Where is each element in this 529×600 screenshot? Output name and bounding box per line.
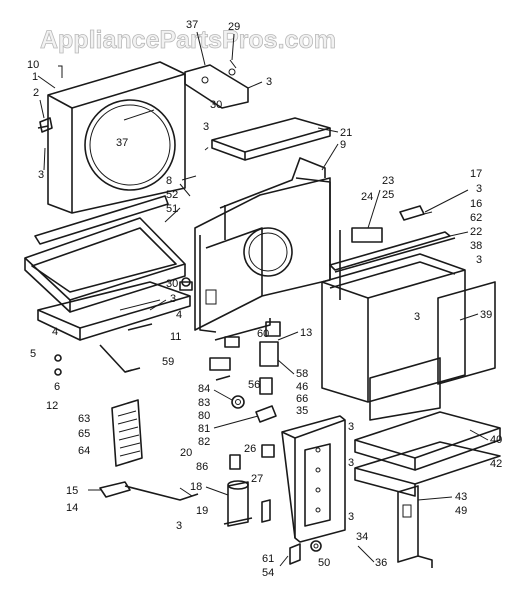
label-22: 22 <box>470 226 482 238</box>
label-17: 17 <box>470 168 482 180</box>
label-38: 38 <box>470 240 482 252</box>
label-37: 37 <box>186 19 198 31</box>
label-59: 59 <box>162 356 174 368</box>
motor-bracket <box>99 481 199 501</box>
label-35: 35 <box>296 405 308 417</box>
label-81: 81 <box>198 423 210 435</box>
label-50: 50 <box>318 557 330 569</box>
label-3: 3 <box>348 421 354 433</box>
label-3: 3 <box>176 520 182 532</box>
label-64: 64 <box>78 445 90 457</box>
label-65: 65 <box>78 428 90 440</box>
label-2: 2 <box>33 87 39 99</box>
label-27: 27 <box>251 473 263 485</box>
label-3: 3 <box>414 311 420 323</box>
label-30: 30 <box>166 278 178 290</box>
label-52: 52 <box>166 189 178 201</box>
label-1: 1 <box>32 71 38 83</box>
label-34: 34 <box>356 531 368 543</box>
label-3: 3 <box>203 121 209 133</box>
label-83: 83 <box>198 397 210 409</box>
label-6: 6 <box>54 381 60 393</box>
control-box <box>281 415 346 543</box>
label-36: 36 <box>375 557 387 569</box>
label-39: 39 <box>480 309 492 321</box>
leader-lines <box>37 31 489 567</box>
main-chassis <box>179 157 331 341</box>
label-3: 3 <box>38 169 44 181</box>
label-82: 82 <box>198 436 210 448</box>
label-51: 51 <box>166 203 178 215</box>
label-18: 18 <box>190 481 202 493</box>
top-cover <box>204 117 331 161</box>
label-14: 14 <box>66 502 78 514</box>
label-20: 20 <box>180 447 192 459</box>
label-11: 11 <box>170 331 181 343</box>
label-21: 21 <box>340 127 352 139</box>
label-8: 8 <box>166 175 172 187</box>
capacitor <box>223 480 253 527</box>
label-46: 46 <box>296 381 308 393</box>
label-3: 3 <box>348 511 354 523</box>
vent-louver <box>111 399 143 467</box>
label-15: 15 <box>66 485 78 497</box>
top-bracket <box>184 59 249 109</box>
label-10: 10 <box>27 59 39 71</box>
base-tray <box>37 281 191 373</box>
label-3: 3 <box>476 254 482 266</box>
base-panel-assembly <box>354 411 501 497</box>
label-49: 49 <box>455 505 467 517</box>
label-62: 62 <box>470 212 482 224</box>
label-63: 63 <box>78 413 90 425</box>
electrical-components <box>209 341 279 523</box>
part-labels: 10 1 2 3 37 37 29 3 30 3 21 9 8 52 51 23… <box>27 19 502 579</box>
label-40: 40 <box>490 434 502 446</box>
label-66: 66 <box>296 393 308 405</box>
label-54: 54 <box>262 567 274 579</box>
label-4: 4 <box>52 326 58 338</box>
label-3: 3 <box>476 183 482 195</box>
label-86: 86 <box>196 461 208 473</box>
label-80: 80 <box>198 410 210 422</box>
cabinet-wrapper <box>321 231 496 421</box>
label-16: 16 <box>470 198 482 210</box>
label-3: 3 <box>266 76 272 88</box>
label-3: 3 <box>170 293 176 305</box>
label-56: 56 <box>248 379 260 391</box>
access-panel <box>397 485 433 568</box>
label-61: 61 <box>262 553 274 565</box>
label-84: 84 <box>198 383 210 395</box>
label-13: 13 <box>300 327 312 339</box>
label-37: 37 <box>116 137 128 149</box>
watermark: AppliancePartsPros.com <box>40 26 336 54</box>
label-43: 43 <box>455 491 467 503</box>
front-grille-panel <box>39 61 186 214</box>
misc-hardware <box>37 65 456 565</box>
label-3: 3 <box>348 457 354 469</box>
label-29: 29 <box>228 21 240 33</box>
label-9: 9 <box>340 139 346 151</box>
label-42: 42 <box>490 458 502 470</box>
label-58: 58 <box>296 368 308 380</box>
label-5: 5 <box>30 348 36 360</box>
label-30: 30 <box>210 99 222 111</box>
label-26: 26 <box>244 443 256 455</box>
base-pan <box>24 195 186 313</box>
label-4: 4 <box>176 309 182 321</box>
label-23: 23 <box>382 175 394 187</box>
label-24: 24 <box>361 191 373 203</box>
label-25: 25 <box>382 189 394 201</box>
label-12: 12 <box>46 400 58 412</box>
label-19: 19 <box>196 505 208 517</box>
label-60: 60 <box>257 328 269 340</box>
